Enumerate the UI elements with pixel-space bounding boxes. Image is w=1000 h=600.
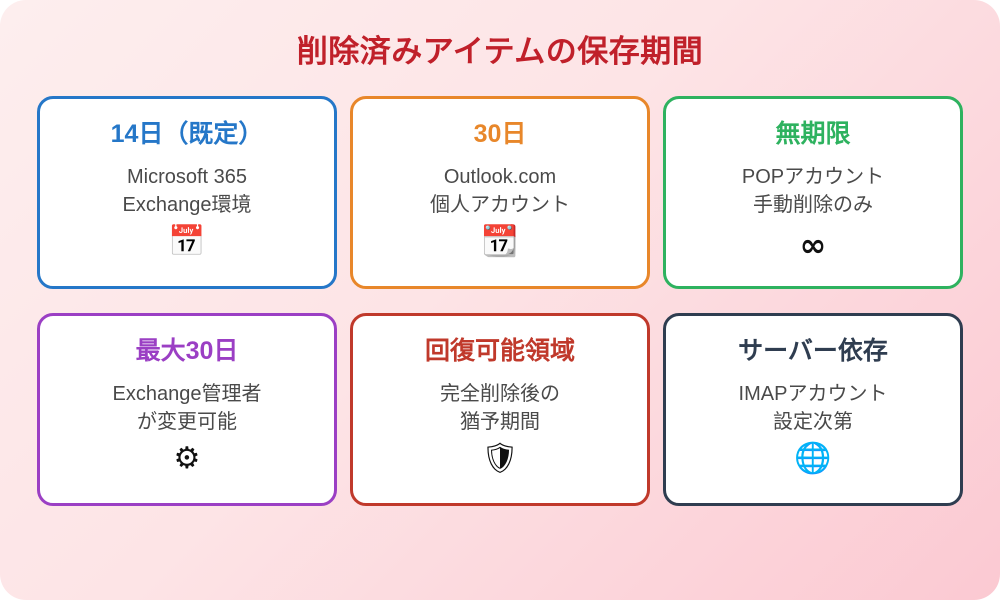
globe-icon: 🌐 xyxy=(794,440,832,476)
card-heading: 無期限 xyxy=(775,120,851,149)
calendar-grid-icon: 📅 xyxy=(168,223,206,259)
card-heading: サーバー依存 xyxy=(738,337,888,366)
card-description-line-1: POPアカウント xyxy=(741,165,885,188)
card-description-line-1: 完全削除後の xyxy=(440,382,560,405)
card-grid: 14日（既定） Microsoft 365 Exchange環境 📅 30日 O… xyxy=(0,96,1000,507)
card-recoverable-area[interactable]: 回復可能領域 完全削除後の 猶予期間 🛡 xyxy=(350,313,650,507)
card-description-line-1: IMAPアカウント xyxy=(738,382,888,405)
card-description-line-2: 設定次第 xyxy=(773,411,853,434)
card-description-line-1: Exchange管理者 xyxy=(112,382,262,405)
card-description-line-2: Exchange環境 xyxy=(122,194,252,217)
card-heading: 30日 xyxy=(473,120,527,149)
card-heading: 最大30日 xyxy=(135,337,239,366)
infinity-icon: ∞ xyxy=(799,225,827,264)
card-server-dependent[interactable]: サーバー依存 IMAPアカウント 設定次第 🌐 xyxy=(663,313,963,507)
page-title: 削除済みアイテムの保存期間 xyxy=(296,34,704,69)
card-retention-14-days[interactable]: 14日（既定） Microsoft 365 Exchange環境 📅 xyxy=(37,96,337,290)
card-retention-unlimited[interactable]: 無期限 POPアカウント 手動削除のみ ∞ xyxy=(663,96,963,290)
gear-icon: ⚙ xyxy=(173,440,201,476)
tear-off-calendar-icon: 📆 xyxy=(481,223,519,259)
card-heading: 14日（既定） xyxy=(110,120,264,149)
card-retention-30-days[interactable]: 30日 Outlook.com 個人アカウント 📆 xyxy=(350,96,650,290)
card-description-line-2: 手動削除のみ xyxy=(753,194,873,217)
card-description-line-2: 猶予期間 xyxy=(460,411,540,434)
card-retention-max-30-days[interactable]: 最大30日 Exchange管理者 が変更可能 ⚙ xyxy=(37,313,337,507)
card-heading: 回復可能領域 xyxy=(424,337,575,366)
card-description-line-1: Microsoft 365 xyxy=(126,165,248,188)
card-description-line-2: が変更可能 xyxy=(137,411,237,434)
shield-icon: 🛡 xyxy=(480,440,520,476)
card-description-line-2: 個人アカウント xyxy=(430,194,570,217)
card-description-line-1: Outlook.com xyxy=(443,165,557,188)
